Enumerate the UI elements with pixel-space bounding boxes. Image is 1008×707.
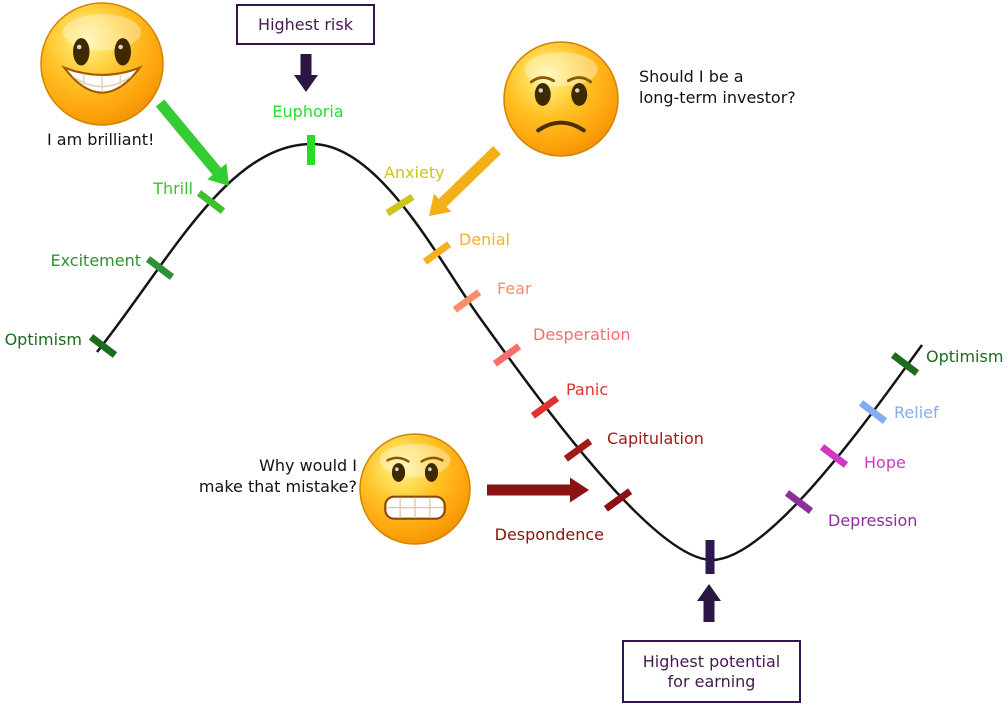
highest-risk-box: Highest risk — [236, 4, 375, 45]
emotion-tick-desperation — [492, 343, 522, 367]
emotion-tick-excitement — [145, 256, 175, 280]
brilliant-face-icon — [40, 2, 164, 126]
emotion-label-depression: Depression — [828, 511, 917, 530]
emotion-label-desperation: Desperation — [533, 325, 631, 344]
long-term-speech-text: Should I be a long-term investor? — [639, 67, 796, 107]
emotion-curve-path — [96, 142, 924, 562]
brilliant-arrow — [155, 99, 229, 186]
highest-potential-arrow — [697, 584, 721, 622]
long-term-arrow — [429, 146, 501, 216]
emotion-label-optimism-right: Optimism — [926, 347, 1003, 366]
emotion-label-anxiety: Anxiety — [384, 163, 445, 182]
brilliant-speech-text: I am brilliant! — [47, 130, 155, 149]
emotion-label-thrill: Thrill — [152, 179, 193, 198]
emotion-tick-panic — [530, 395, 560, 419]
emotion-label-relief: Relief — [894, 403, 939, 422]
emotion-label-fear: Fear — [497, 279, 532, 298]
emotion-label-euphoria: Euphoria — [272, 102, 343, 121]
emotion-tick-relief — [858, 400, 888, 424]
emotion-tick-hope — [819, 444, 849, 468]
emotion-label-despondence: Despondence — [495, 525, 604, 544]
emotion-tick-optimism-left — [88, 334, 118, 358]
emotion-tick-depression — [784, 490, 814, 514]
emotion-tick-denial — [422, 241, 452, 265]
mistake-face-icon — [359, 433, 471, 545]
mistake-speech-text: Why would I make that mistake? — [198, 456, 357, 496]
emotion-label-optimism-left: Optimism — [5, 330, 82, 349]
highest-potential-label: Highest potential for earning — [642, 651, 781, 691]
highest-risk-arrow — [294, 54, 318, 92]
emotion-tick-thrill — [196, 190, 226, 214]
highest-risk-label: Highest risk — [258, 14, 353, 34]
emotion-label-panic: Panic — [566, 380, 608, 399]
highest-potential-box: Highest potential for earning — [622, 640, 801, 703]
emotion-tick-optimism-right — [890, 352, 920, 376]
emotion-label-capitulation: Capitulation — [607, 429, 704, 448]
emotion-label-hope: Hope — [864, 453, 906, 472]
emotion-tick-fear — [452, 289, 482, 313]
long-term-face-icon — [503, 41, 619, 157]
emotion-tick-capitulation — [563, 438, 593, 462]
emotion-tick-anxiety — [385, 193, 415, 217]
mistake-arrow — [487, 477, 589, 503]
emotion-label-denial: Denial — [459, 230, 510, 249]
emotion-label-excitement: Excitement — [51, 251, 142, 270]
emotion-tick-despondence — [603, 488, 633, 512]
